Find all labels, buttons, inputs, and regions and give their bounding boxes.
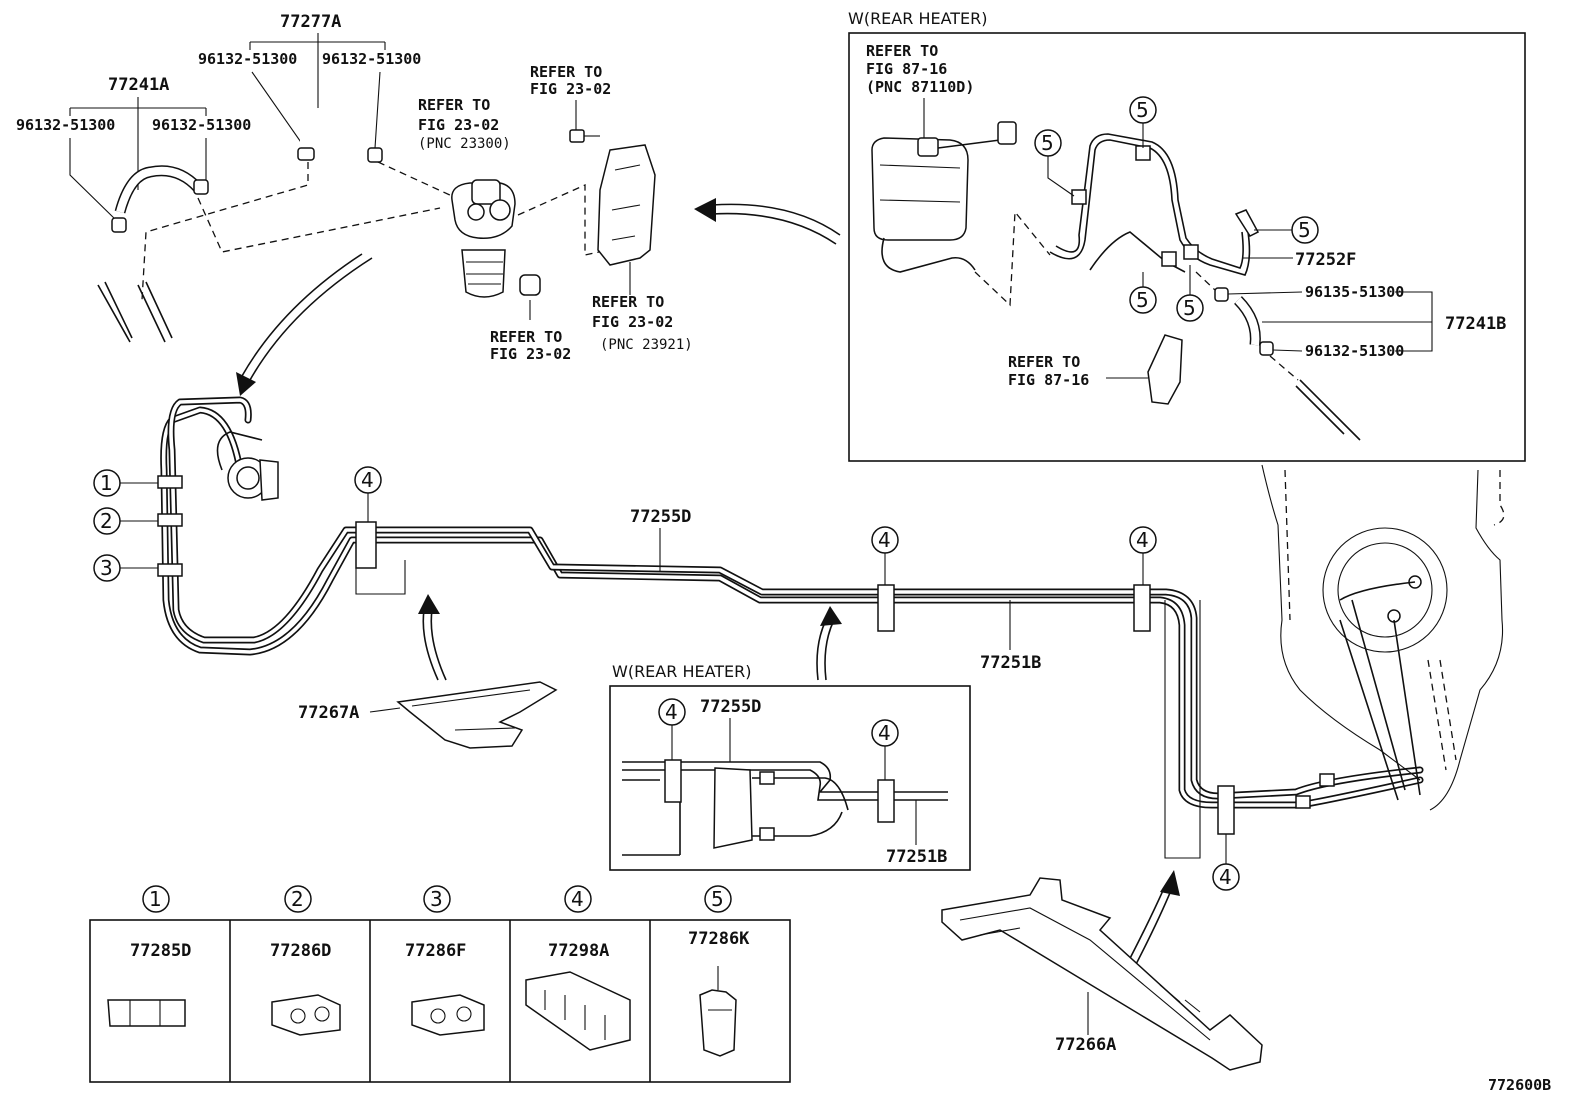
label-77241B: 77241B [1445,314,1506,334]
clip-legend: 1 77285D 2 77286D 3 77286F 4 77298A [89,885,791,1083]
legend-item-4: 4 77298A [525,885,631,1051]
ref-fig-23-02-b-2: FIG 23-02 [530,80,611,98]
callout-3: 3 [100,556,113,580]
ref-fig-23-02-c-2: FIG 23-02 [592,313,673,331]
callout-4d: 4 [1219,865,1232,889]
main-fuel-line: 1 2 3 4 4 4 4 77255D 77251B [93,396,1424,973]
callout-4f: 4 [878,721,891,745]
legend-item-2: 2 77286D [270,885,341,1036]
label-77267A: 77267A [298,703,359,723]
fuel-filter-illustration [451,179,541,298]
svg-text:5: 5 [1041,131,1054,155]
ref-fig-23-02-c-pnc: (PNC 23921) [600,337,693,353]
figure-id: 772600B [1488,1076,1551,1094]
legend-part-77286K: 77286K [688,929,750,949]
ref-fig-87-16-b-2: FIG 87-16 [1008,371,1089,389]
svg-text:5: 5 [1298,218,1311,242]
label-clamp-96132-c: 96132-51300 [16,116,115,134]
label-77266A: 77266A [1055,1035,1116,1055]
svg-text:5: 5 [711,887,724,911]
ref-fig-23-02-a-2: FIG 23-02 [418,116,499,134]
ref-fig-23-02-c-1: REFER TO [592,293,664,311]
rear-heater-inset-middle: W(REAR HEATER) 4 4 77255D 77251B [609,662,971,871]
callout-2: 2 [100,509,113,533]
inset-label-77255D: 77255D [700,697,761,717]
inset-title-top: W(REAR HEATER) [848,9,988,28]
ref-fig-23-02-b-1: REFER TO [530,63,602,81]
callout-1: 1 [100,471,113,495]
label-77251B: 77251B [980,653,1041,673]
ref-fig-87-16-b-1: REFER TO [1008,353,1080,371]
ref-fig-87-16-a-pnc: (PNC 87110D) [866,78,974,96]
legend-item-3: 3 77286F [405,885,485,1036]
label-clamp-96132-a: 96132-51300 [198,50,297,68]
label-clamp-96132-b: 96132-51300 [322,50,421,68]
legend-part-77285D: 77285D [130,941,191,961]
callout-4c: 4 [1136,528,1149,552]
svg-text:5: 5 [1183,296,1196,320]
label-77255D: 77255D [630,507,691,527]
protector-77266A: 77266A [941,877,1263,1071]
legend-item-5: 5 77286K [688,885,750,1057]
top-left-assembly: 77277A 96132-51300 96132-51300 77241A 96… [16,12,841,396]
ref-fig-23-02-d-1: REFER TO [490,328,562,346]
svg-text:3: 3 [430,887,443,911]
callout-4b: 4 [878,528,891,552]
callout-4a: 4 [361,468,374,492]
label-77241A: 77241A [108,75,169,95]
label-77252F: 77252F [1295,250,1356,270]
inset-label-77251B: 77251B [886,847,947,867]
callout-4e: 4 [665,700,678,724]
fuel-tank-outline [1261,464,1505,811]
label-clamp-96132-e: 96132-51300 [1305,342,1404,360]
legend-item-1: 1 77285D [107,885,191,1027]
inset-title-middle: W(REAR HEATER) [612,662,752,681]
rear-heater-inset-top: W(REAR HEATER) REFER TO FIG 87-16 (PNC 8… [848,9,1526,462]
svg-text:2: 2 [291,887,304,911]
legend-part-77298A: 77298A [548,941,609,961]
callout-5-markers: 5 5 5 5 5 [1034,96,1319,322]
svg-text:4: 4 [571,887,584,911]
ref-fig-23-02-d-2: FIG 23-02 [490,345,571,363]
label-clamp-96135: 96135-51300 [1305,283,1404,301]
svg-text:5: 5 [1136,288,1149,312]
ref-fig-87-16-a-1: REFER TO [866,42,938,60]
legend-part-77286F: 77286F [405,941,466,961]
svg-text:1: 1 [149,887,162,911]
label-clamp-96132-d: 96132-51300 [152,116,251,134]
svg-text:5: 5 [1136,98,1149,122]
ref-fig-87-16-a-2: FIG 87-16 [866,60,947,78]
ref-fig-23-02-a-pnc: (PNC 23300) [418,136,511,152]
label-77277A: 77277A [280,12,341,32]
ref-fig-23-02-a-1: REFER TO [418,96,490,114]
legend-part-77286D: 77286D [270,941,331,961]
